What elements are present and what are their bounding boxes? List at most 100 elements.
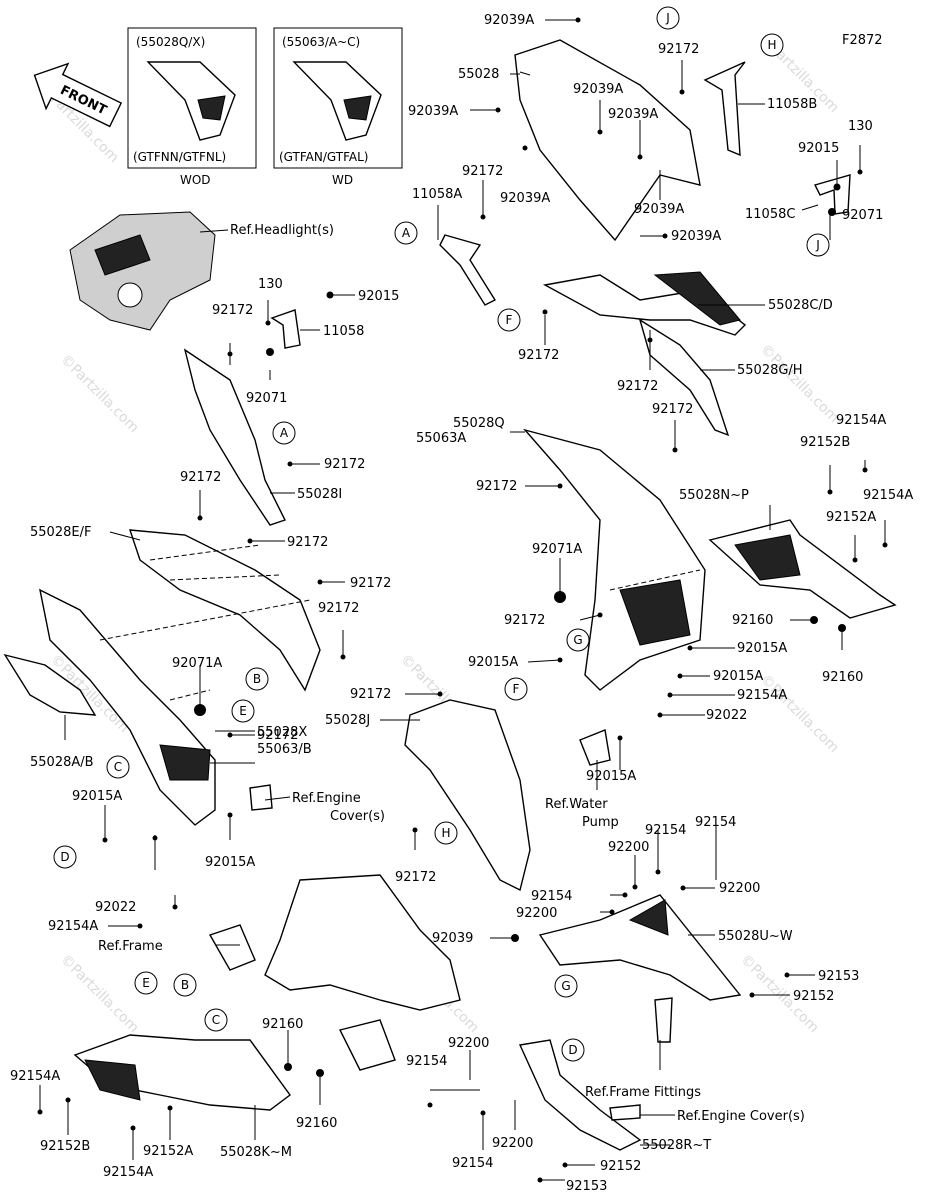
cowl-thumbnail bbox=[292, 61, 382, 141]
watermark: ©Partzilla.com bbox=[757, 342, 842, 427]
part-label: 92015A bbox=[737, 641, 787, 656]
panel-55028cd-vent bbox=[653, 271, 741, 326]
part-label: 92152A bbox=[826, 510, 876, 525]
part-label: 92022 bbox=[95, 900, 136, 915]
callout-f-mid: F bbox=[504, 677, 528, 701]
svg-text:H: H bbox=[441, 826, 450, 840]
part-label: 92039 bbox=[432, 931, 473, 946]
engine-cover-bracket bbox=[249, 784, 273, 811]
part-label: 92172 bbox=[462, 164, 503, 179]
svg-text:D: D bbox=[60, 850, 69, 864]
part-label: 55028N~P bbox=[679, 488, 749, 503]
callout-c-mid: C bbox=[106, 755, 130, 779]
engine-cover-bracket-lower bbox=[609, 1104, 641, 1121]
svg-text:A: A bbox=[402, 226, 411, 240]
part-label: 92152B bbox=[40, 1139, 90, 1154]
inner-panel-55028i bbox=[183, 348, 286, 526]
svg-text:G: G bbox=[573, 633, 582, 647]
ref-frame-fittings: Ref.Frame Fittings bbox=[585, 1085, 701, 1100]
part-label: 92200 bbox=[719, 881, 760, 896]
part-label: 92039A bbox=[500, 191, 550, 206]
frame-structure bbox=[208, 874, 461, 1071]
frame-fitting bbox=[654, 997, 673, 1043]
panel-55028km bbox=[73, 1034, 291, 1111]
part-number-labels: 92039A 55028 92039A 92039A 92039A 92172 … bbox=[10, 13, 913, 1194]
alignment-lines bbox=[99, 544, 701, 701]
cowl-thumbnail bbox=[146, 61, 236, 141]
part-label: 92154A bbox=[48, 919, 98, 934]
part-label: 92172 bbox=[350, 687, 391, 702]
variant-part: (55028Q/X) bbox=[136, 35, 205, 49]
part-label: 55028 bbox=[458, 67, 499, 82]
bracket-11058b bbox=[703, 61, 746, 157]
variant-caption: WOD bbox=[180, 173, 211, 187]
part-label: 92039A bbox=[484, 13, 534, 28]
headlight-assembly bbox=[69, 211, 229, 331]
svg-text:F: F bbox=[513, 682, 520, 696]
part-label: 92015A bbox=[72, 789, 122, 804]
part-label: 92039A bbox=[573, 82, 623, 97]
callout-f-top: F bbox=[497, 308, 521, 332]
part-label: 11058C bbox=[745, 207, 795, 222]
svg-text:D: D bbox=[568, 1043, 577, 1057]
part-label: 11058A bbox=[412, 187, 462, 202]
part-label: 92015 bbox=[798, 141, 839, 156]
part-label: 92172 bbox=[658, 42, 699, 57]
callout-b-mid: B bbox=[245, 667, 269, 691]
part-label: 92071 bbox=[246, 391, 287, 406]
part-label: 92154A bbox=[863, 488, 913, 503]
part-label: 55028A/B bbox=[30, 755, 94, 770]
part-label: 92154 bbox=[645, 823, 686, 838]
part-label: 92172 bbox=[395, 870, 436, 885]
part-label: 55028J bbox=[325, 713, 370, 728]
part-label: 92015A bbox=[713, 669, 763, 684]
watermark: ©Partzilla.com bbox=[57, 352, 142, 437]
ref-water-pump-line2: Pump bbox=[582, 815, 619, 830]
svg-text:C: C bbox=[114, 760, 122, 774]
part-label: 92160 bbox=[262, 1017, 303, 1032]
ref-headlight: Ref.Headlight(s) bbox=[230, 223, 334, 238]
panel-55028np bbox=[708, 519, 897, 619]
bracket-11058 bbox=[270, 309, 301, 349]
panel-55028uw bbox=[538, 894, 742, 1001]
part-label: 92172 bbox=[257, 728, 298, 743]
part-label: 92160 bbox=[296, 1116, 337, 1131]
svg-text:J: J bbox=[665, 11, 670, 25]
part-label: 92160 bbox=[822, 670, 863, 685]
part-label: 92154 bbox=[531, 889, 572, 904]
part-label: 92172 bbox=[324, 457, 365, 472]
svg-text:B: B bbox=[253, 672, 261, 686]
part-label: 92172 bbox=[476, 479, 517, 494]
part-label: 92039A bbox=[608, 107, 658, 122]
part-label: 92200 bbox=[448, 1036, 489, 1051]
part-label: 130 bbox=[848, 119, 873, 134]
callout-b-low: B bbox=[173, 973, 197, 997]
part-label: 92154A bbox=[103, 1165, 153, 1180]
svg-text:A: A bbox=[280, 426, 289, 440]
callout-h-mid: H bbox=[434, 821, 458, 845]
part-label: 92022 bbox=[706, 708, 747, 723]
svg-text:B: B bbox=[181, 978, 189, 992]
part-label: 11058 bbox=[323, 324, 364, 339]
callout-g-mid: G bbox=[566, 628, 590, 652]
watermark: ©Partzilla.com bbox=[57, 952, 142, 1037]
variant-models: (GTFNN/GTFNL) bbox=[133, 150, 226, 164]
panel-55028gh bbox=[638, 318, 730, 437]
part-label: 92200 bbox=[608, 840, 649, 855]
part-label: 92172 bbox=[350, 576, 391, 591]
part-label: 55028E/F bbox=[30, 525, 91, 540]
ref-engine-cover-line2: Cover(s) bbox=[330, 809, 385, 824]
callout-a-mid: A bbox=[272, 421, 296, 445]
part-label: 92200 bbox=[516, 906, 557, 921]
part-label: 92154 bbox=[695, 815, 736, 830]
part-label: 92160 bbox=[732, 613, 773, 628]
part-label: 92071A bbox=[172, 656, 222, 671]
bracket-11058a bbox=[439, 234, 497, 306]
callout-j-right: J bbox=[806, 233, 830, 257]
ref-engine-cover: Ref.Engine bbox=[292, 791, 361, 806]
part-label: 55028C/D bbox=[768, 298, 833, 313]
side-fairing-55028q bbox=[522, 428, 706, 691]
part-label: 55028G/H bbox=[737, 363, 803, 378]
ref-engine-cover-lower: Ref.Engine Cover(s) bbox=[677, 1109, 805, 1124]
part-label: 92172 bbox=[180, 470, 221, 485]
